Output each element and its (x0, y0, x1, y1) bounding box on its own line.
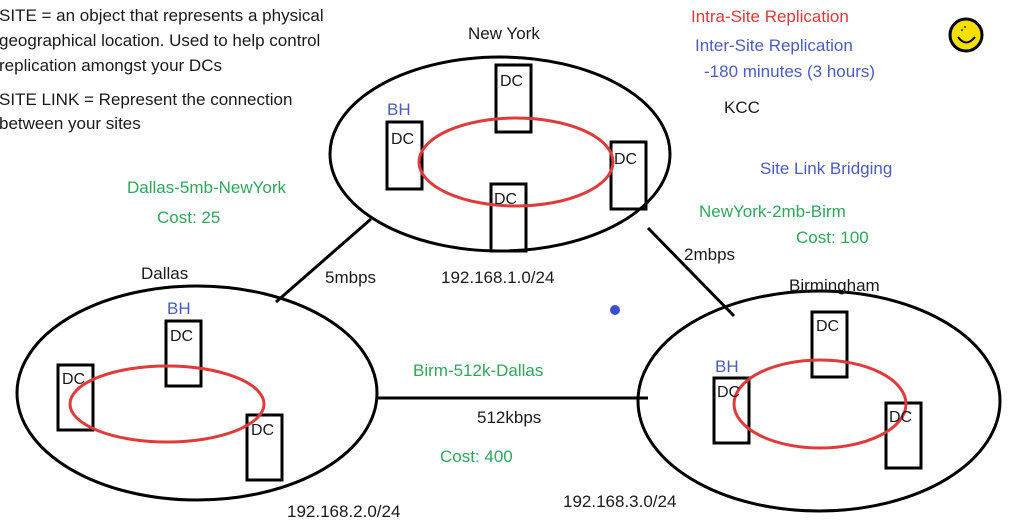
link-line-newyork-birm (646, 226, 736, 318)
site-link-name-birm-dallas: Birm-512k-Dallas (413, 361, 544, 380)
site-link-bandwidth-birm-dallas: 512kbps (477, 408, 542, 427)
dc-label: DC (170, 328, 194, 345)
site-name-dallas: Dallas (141, 264, 189, 283)
site-name-new-york: New York (468, 24, 540, 43)
site-name-birmingham: Birmingham (789, 276, 880, 295)
dc-box (884, 401, 923, 470)
pointer-dot (610, 305, 620, 315)
note-intra-site-replication: Intra-Site Replication (691, 7, 849, 26)
note-site-link-bridging: Site Link Bridging (760, 159, 893, 178)
dc-box-bridgehead (712, 376, 751, 445)
dc-label: DC (889, 409, 913, 426)
intra-site-ring-dallas (68, 364, 266, 444)
note-replication-interval: -180 minutes (3 hours) (704, 62, 876, 81)
site-new-york (328, 55, 672, 253)
site-link-cost-newyork-birm: Cost: 100 (796, 228, 869, 247)
definition-sitelink-line2: between your sites (0, 114, 141, 133)
intra-site-ring-birmingham (732, 358, 908, 450)
dc-label: DC (494, 191, 518, 208)
dc-label: DC (391, 131, 415, 148)
dc-label: DC (717, 384, 741, 401)
link-line-dallas-newyork (275, 217, 372, 304)
site-boundary-dallas (15, 284, 379, 502)
smiley-icon (948, 17, 984, 53)
dc-box (489, 182, 528, 253)
dc-box (56, 363, 95, 432)
dc-label: DC (816, 318, 840, 335)
dc-box-bridgehead (385, 120, 424, 191)
site-link-cost-dallas-newyork: Cost: 25 (157, 208, 221, 227)
dc-label: DC (614, 151, 638, 168)
dc-label: DC (62, 371, 86, 388)
dc-box (609, 140, 648, 211)
site-subnet-new-york: 192.168.1.0/24 (441, 268, 555, 287)
definition-sitelink-line1: SITE LINK = Represent the connection (0, 90, 293, 109)
dc-label: DC (251, 422, 275, 439)
dc-box (810, 310, 849, 379)
site-link-bandwidth-newyork-birm: 2mbps (684, 245, 736, 264)
dc-box (245, 413, 284, 482)
site-subnet-birmingham: 192.168.3.0/24 (563, 492, 677, 511)
site-link-name-newyork-birm: NewYork-2mb-Birm (699, 202, 846, 221)
definition-site-line1: SITE = an object that represents a physi… (0, 6, 324, 25)
site-boundary-birmingham (636, 289, 1002, 513)
definition-site-line3: replication amongst your DCs (0, 56, 222, 75)
dc-box-bridgehead (164, 319, 203, 388)
note-kcc: KCC (724, 98, 760, 117)
note-inter-site-replication: Inter-Site Replication (695, 36, 853, 55)
site-dallas (15, 284, 379, 502)
bridgehead-label-new-york: BH (387, 100, 411, 119)
dc-box (494, 63, 533, 134)
definition-site-line2: geographical location. Used to help cont… (0, 31, 321, 50)
site-link-name-dallas-newyork: Dallas-5mb-NewYork (127, 178, 287, 197)
bridgehead-label-birmingham: BH (715, 357, 739, 376)
site-birmingham (636, 289, 1002, 513)
bridgehead-label-dallas: BH (167, 299, 191, 318)
dc-label: DC (500, 73, 524, 90)
site-link-cost-birm-dallas: Cost: 400 (440, 447, 513, 466)
intra-site-ring-new-york (417, 116, 615, 208)
site-subnet-dallas: 192.168.2.0/24 (287, 502, 401, 521)
site-link-bandwidth-dallas-newyork: 5mbps (325, 268, 377, 287)
